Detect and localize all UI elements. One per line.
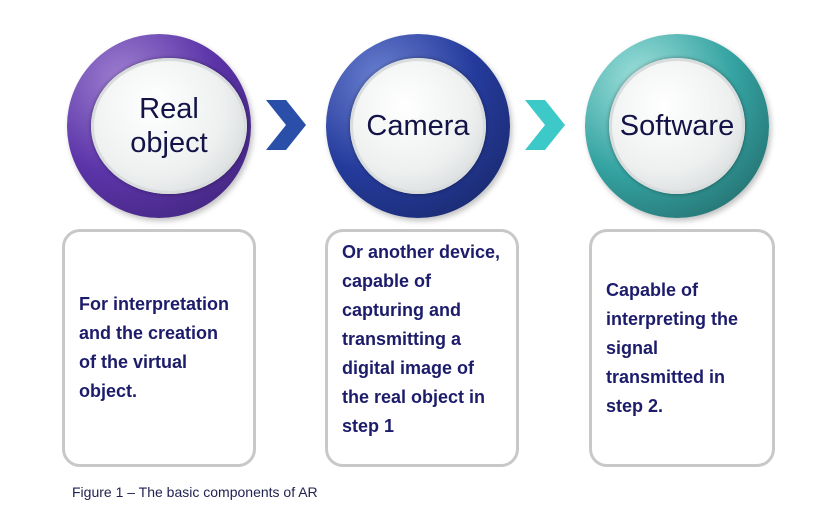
chevron-right-icon: [525, 100, 565, 150]
step-2-title: Camera: [350, 58, 486, 194]
step-2-description: Or another device, capable of capturing …: [342, 242, 501, 436]
step-2-description-box: Or another device, capable of capturing …: [325, 229, 519, 467]
figure-caption: Figure 1 – The basic components of AR: [72, 484, 318, 500]
step-1-description-box: For interpretation and the creation of t…: [62, 229, 256, 467]
step-1-circle: Real object: [67, 34, 251, 218]
step-3-description: Capable of interpreting the signal trans…: [606, 279, 739, 416]
step-3-title: Software: [609, 58, 745, 194]
step-1-title: Real object: [91, 58, 247, 194]
step-3-circle: Software: [585, 34, 769, 218]
step-3-description-box: Capable of interpreting the signal trans…: [589, 229, 775, 467]
step-2-circle: Camera: [326, 34, 510, 218]
step-1-description: For interpretation and the creation of t…: [79, 294, 230, 401]
chevron-right-icon: [266, 100, 306, 150]
